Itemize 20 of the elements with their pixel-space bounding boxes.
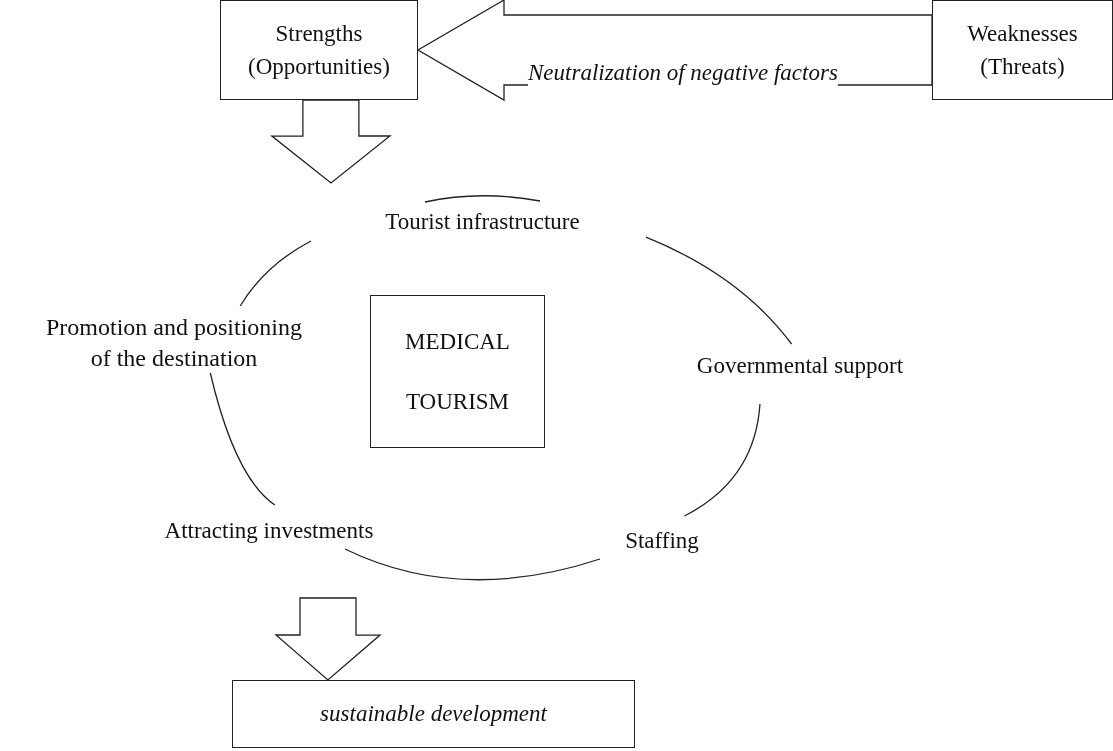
box-text: MEDICAL TOURISM	[404, 327, 511, 416]
box-text: Strengths (Opportunities)	[247, 19, 391, 81]
cycle-label: Tourist infrastructure	[345, 203, 620, 241]
arc-line	[645, 236, 793, 345]
text-box	[232, 680, 635, 748]
cycle-label: Staffing	[606, 522, 718, 560]
arc-line	[209, 372, 276, 506]
text-box	[932, 0, 1113, 100]
arc-line	[344, 548, 601, 581]
text-box	[370, 295, 545, 448]
block-arrow	[270, 99, 392, 184]
cycle-label: Governmental support	[660, 347, 940, 385]
cycle-label: Attracting investments	[124, 512, 414, 550]
arc-line	[683, 403, 761, 517]
box-text: Weaknesses (Threats)	[966, 19, 1079, 81]
arc-line	[239, 240, 312, 307]
text-box	[220, 0, 418, 100]
box-text: sustainable development	[320, 700, 547, 729]
block-arrow	[274, 597, 382, 681]
cycle-label: Promotion and positioning of the destination	[30, 308, 318, 378]
